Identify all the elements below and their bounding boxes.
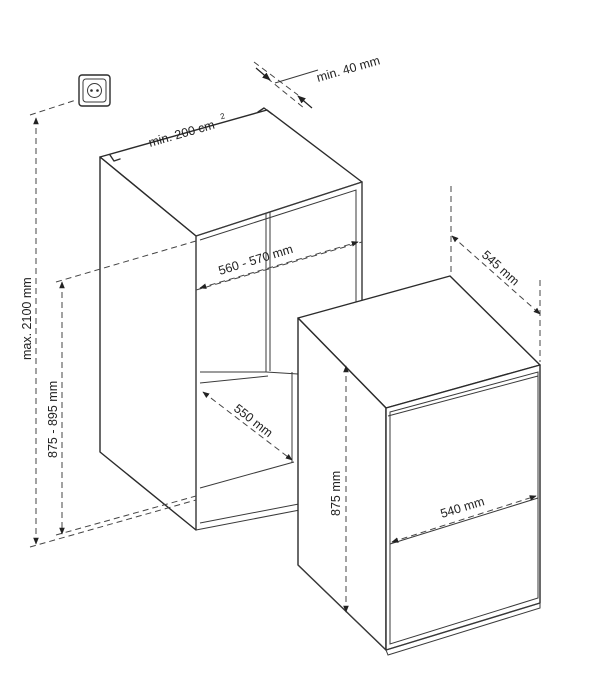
vent-area-unit-power: 2 — [219, 111, 226, 121]
power-socket-icon — [78, 74, 111, 107]
appliance-unit — [297, 275, 541, 656]
niche-height-label: 875 - 895 mm — [46, 381, 60, 458]
dimension-arrows — [33, 67, 541, 613]
appliance-depth-label: 545 mm — [479, 248, 522, 289]
installation-niche — [99, 107, 363, 531]
max-height-label: max. 2100 mm — [20, 277, 34, 360]
niche-depth-label: 550 mm — [231, 401, 275, 440]
appliance-height-label: 875 mm — [329, 471, 343, 516]
ventilation-gap-label: min. 40 mm — [315, 53, 382, 84]
